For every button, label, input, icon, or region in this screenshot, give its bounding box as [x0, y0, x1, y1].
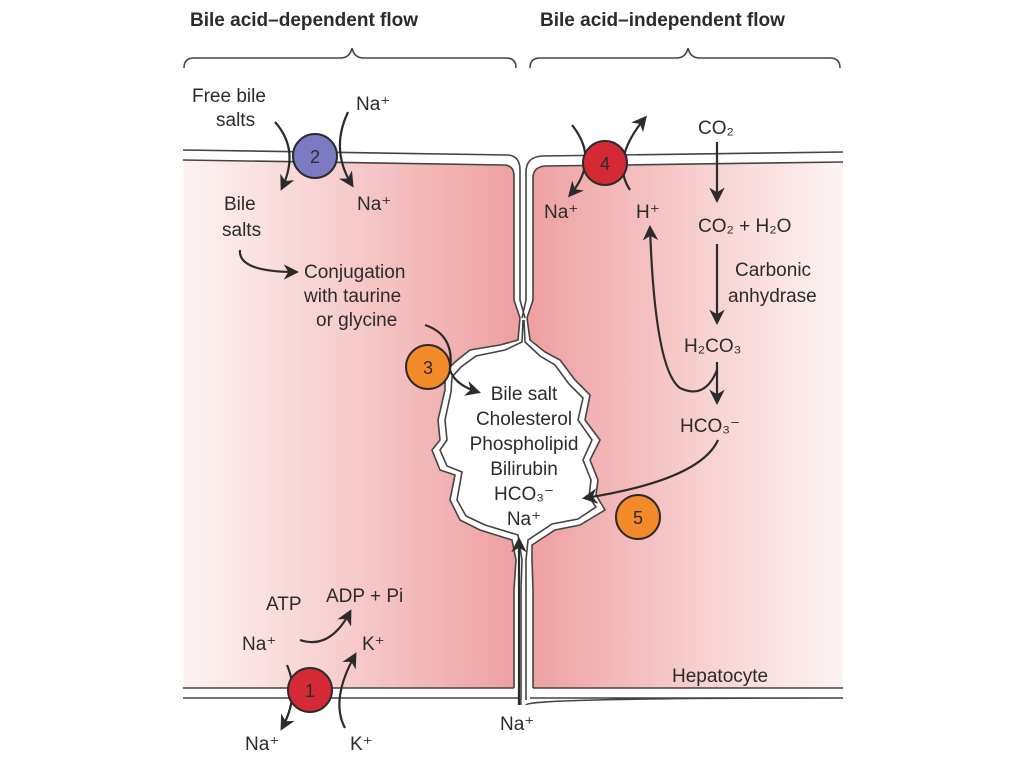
na-in-top-label: Na⁺	[357, 194, 391, 215]
lumen-hco3: HCO₃⁻	[494, 484, 554, 505]
hco3-label: HCO₃⁻	[680, 416, 740, 437]
arrow-bile-salts-in	[274, 121, 295, 191]
transporter-3-number: 3	[423, 358, 433, 378]
transporter-1-number: 1	[305, 681, 315, 701]
atp-label: ATP	[266, 594, 302, 615]
brace-left	[183, 47, 517, 69]
transporter-5-number: 5	[633, 508, 643, 528]
adp-pi-label: ADP + Pi	[326, 586, 403, 607]
free-bile-salts-label-2: salts	[216, 110, 255, 131]
transporter-4	[582, 140, 628, 186]
na-paracellular-label: Na⁺	[500, 714, 534, 735]
transporter-1	[287, 667, 333, 713]
carbonic-anhydrase-label-2: anhydrase	[728, 286, 817, 307]
na-out-top-label: Na⁺	[356, 94, 390, 115]
arrow-to-conjugation	[238, 249, 300, 280]
membrane-right-top	[521, 151, 844, 319]
lumen-bilirubin: Bilirubin	[490, 459, 558, 480]
carbonic-anhydrase-label: Carbonic	[735, 260, 811, 281]
lumen-bile-salt: Bile salt	[491, 384, 558, 405]
na-in-bottom-label: Na⁺	[242, 634, 276, 655]
co2-label: CO₂	[698, 118, 734, 139]
header-bile-acid-dependent: Bile acid–dependent flow	[190, 10, 418, 31]
right-hepatocyte	[527, 162, 843, 688]
transporter-2-number: 2	[310, 147, 320, 167]
transporter-5	[615, 494, 661, 540]
k-out-label: K⁺	[350, 734, 373, 755]
membrane-bottom	[183, 687, 844, 706]
h2co3-label: H₂CO₃	[684, 336, 741, 357]
lumen-outline-inner	[439, 319, 598, 700]
k-in-label: K⁺	[362, 634, 385, 655]
lumen-na: Na⁺	[507, 509, 541, 530]
conjugation-label-2: with taurine	[303, 286, 401, 307]
co2-h2o-label: CO₂ + H₂O	[698, 216, 791, 237]
left-hepatocyte	[183, 160, 520, 688]
membrane-left-top	[182, 149, 526, 319]
arrow-atp-adp	[299, 609, 352, 644]
transporter-4-number: 4	[600, 154, 610, 174]
arrow-k-in	[338, 652, 357, 729]
bile-salts-label-2: salts	[222, 220, 261, 241]
h-label: H⁺	[636, 202, 660, 223]
conjugation-label-3: or glycine	[316, 310, 397, 331]
free-bile-salts-label: Free bile	[192, 86, 266, 107]
conjugation-label: Conjugation	[304, 262, 405, 283]
header-bile-acid-independent: Bile acid–independent flow	[540, 10, 785, 31]
hepatocyte-label: Hepatocyte	[672, 666, 768, 687]
transporter-2	[292, 133, 338, 179]
transporter-3	[405, 344, 451, 390]
arrow-hco3-secretion	[581, 439, 720, 504]
na-out-bottom-label: Na⁺	[245, 734, 279, 755]
arrow-na-in-top	[338, 111, 354, 188]
bile-salts-label: Bile	[224, 194, 256, 215]
brace-right	[529, 47, 841, 69]
na-right-label: Na⁺	[544, 202, 578, 223]
arrow-h-release	[642, 224, 719, 393]
lumen-phospholipid: Phospholipid	[470, 434, 579, 455]
lumen-cholesterol: Cholesterol	[476, 409, 572, 430]
